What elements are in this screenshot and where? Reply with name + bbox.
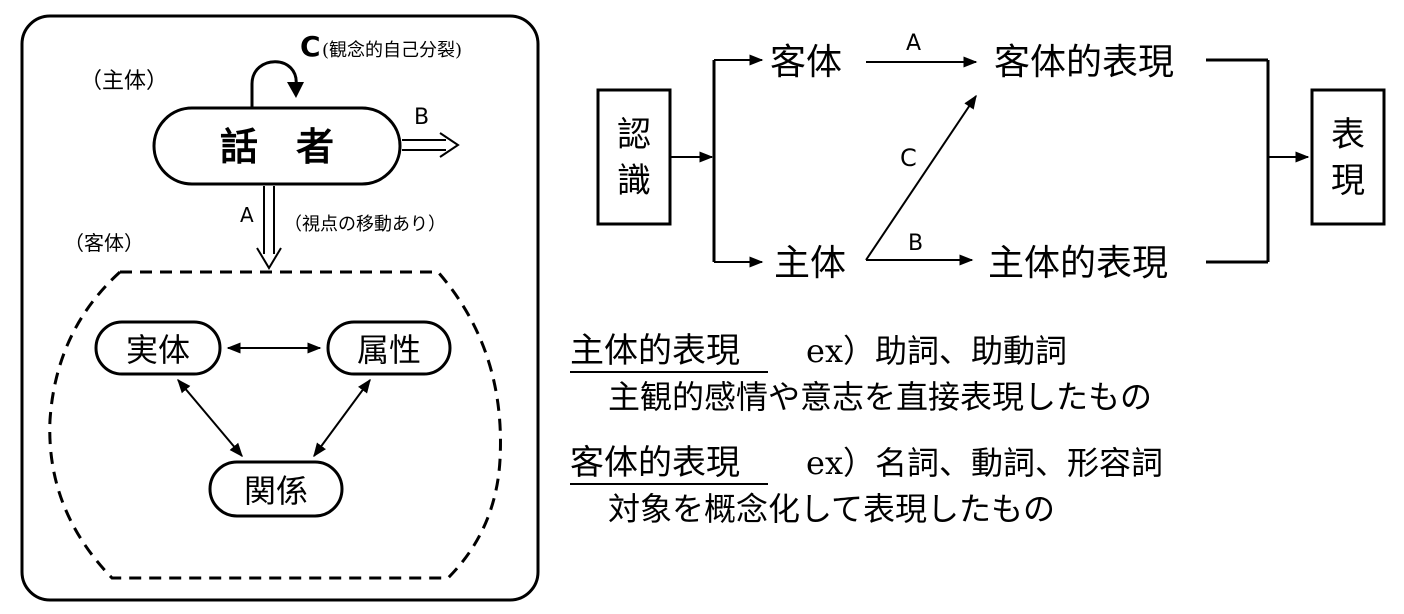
b-letter: B (414, 105, 429, 130)
relation-label: 関係 (244, 472, 308, 510)
a-arrow-head (256, 247, 282, 270)
attribute-node (326, 320, 452, 376)
attribute-relation-arrow (313, 378, 371, 458)
expression-box (1310, 88, 1386, 226)
arrow-a-label: A (906, 31, 921, 56)
objective-expression-term: 客体的表現 (994, 42, 1174, 83)
note-2-description: 対象を概念化して表現したもの (608, 490, 1055, 528)
attribute-label: 属性 (357, 331, 421, 369)
speaker-label: 話 者 (220, 124, 334, 169)
entity-node (94, 320, 222, 376)
entity-label: 実体 (126, 331, 190, 369)
note-1-description: 主観的感情や意志を直接表現したもの (608, 378, 1152, 416)
object-label: （客体） (64, 231, 144, 255)
c-loop-arrowhead (287, 82, 304, 98)
arrow-c-diagonal (865, 94, 977, 261)
expression-char-1: 表 (1331, 115, 1365, 155)
expression-char-2: 現 (1331, 161, 1365, 201)
note-1-examples: ex）助詞、助動詞 (806, 332, 1067, 370)
c-note: (観念的自己分裂) (322, 39, 462, 61)
entity-relation-arrow (177, 378, 243, 458)
c-letter: C (300, 30, 321, 63)
b-arrow-head (439, 132, 460, 158)
cognition-box (596, 88, 672, 226)
arrow-c-label: C (900, 144, 917, 172)
object-term: 客体 (770, 42, 842, 83)
a-note: （視点の移動あり） (284, 214, 446, 235)
speaker-node (152, 106, 402, 186)
cognition-char-2: 識 (617, 161, 651, 201)
c-loop-arrow (250, 60, 298, 108)
object-region (48, 270, 502, 580)
cognition-char-1: 認 (617, 115, 651, 155)
note-2-examples: ex）名詞、動詞、形容詞 (806, 444, 1163, 482)
relation-node (208, 460, 344, 518)
left-panel-frame (20, 14, 540, 602)
a-letter: A (240, 203, 254, 227)
subject-label: （主体） (80, 69, 168, 94)
note-2-term: 客体的表現 (570, 443, 740, 483)
subjective-expression-term: 主体的表現 (988, 243, 1168, 284)
subject-term: 主体 (774, 243, 846, 284)
note-1-term: 主体的表現 (570, 331, 740, 371)
arrow-b-label: B (908, 231, 923, 256)
